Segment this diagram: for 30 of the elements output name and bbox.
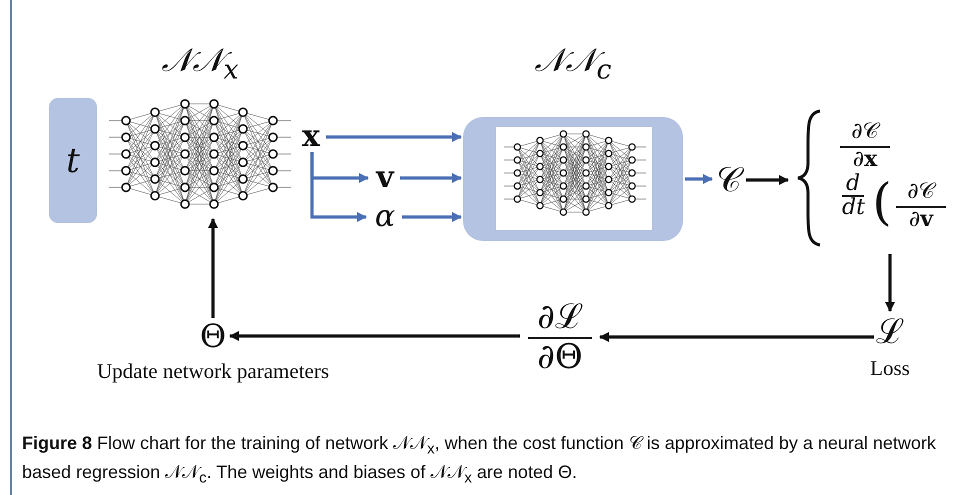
arrow	[884, 254, 896, 312]
fraction-term: ∂𝒞	[850, 121, 882, 143]
fraction-term: ∂Θ	[536, 340, 584, 374]
node-caption: Loss	[870, 357, 910, 380]
arrow	[228, 330, 520, 342]
fraction-term: dt	[842, 197, 864, 219]
input-box	[49, 98, 97, 223]
fraction-term: ∂𝒞	[906, 181, 938, 203]
arrow	[310, 152, 368, 222]
arrow	[400, 172, 462, 184]
math-symbol: v	[372, 164, 398, 192]
arrow	[326, 132, 462, 142]
math-symbol: α	[370, 203, 400, 231]
arrow	[746, 174, 790, 186]
parenthesis: (	[872, 177, 892, 227]
fraction-term: d	[844, 173, 862, 195]
network-heading: 𝒩𝒩$_{x}$	[160, 44, 240, 84]
node-caption: Update network parameters	[96, 360, 330, 384]
fraction-term: ∂x	[852, 148, 878, 171]
arrow	[402, 212, 462, 222]
variable-symbol: t	[65, 144, 81, 178]
arrow	[208, 218, 218, 318]
math-symbol: x	[298, 123, 324, 151]
fraction-term: ∂v	[908, 208, 935, 231]
fraction-term: ∂ℒ	[536, 300, 584, 334]
figure-caption: Figure 8 Flow chart for the training of network 𝒩𝒩$_{x}$, when the cost function 𝒞 is approximated by a neural network based regression 𝒩𝒩$_{c}$. The weights and biases of 𝒩𝒩$_{x}$ are noted Θ.	[22, 432, 937, 488]
math-symbol: 𝒞	[714, 160, 744, 200]
arrow	[598, 332, 874, 342]
network-heading: 𝒩𝒩$_{c}$	[534, 44, 612, 84]
arrow	[685, 174, 714, 184]
